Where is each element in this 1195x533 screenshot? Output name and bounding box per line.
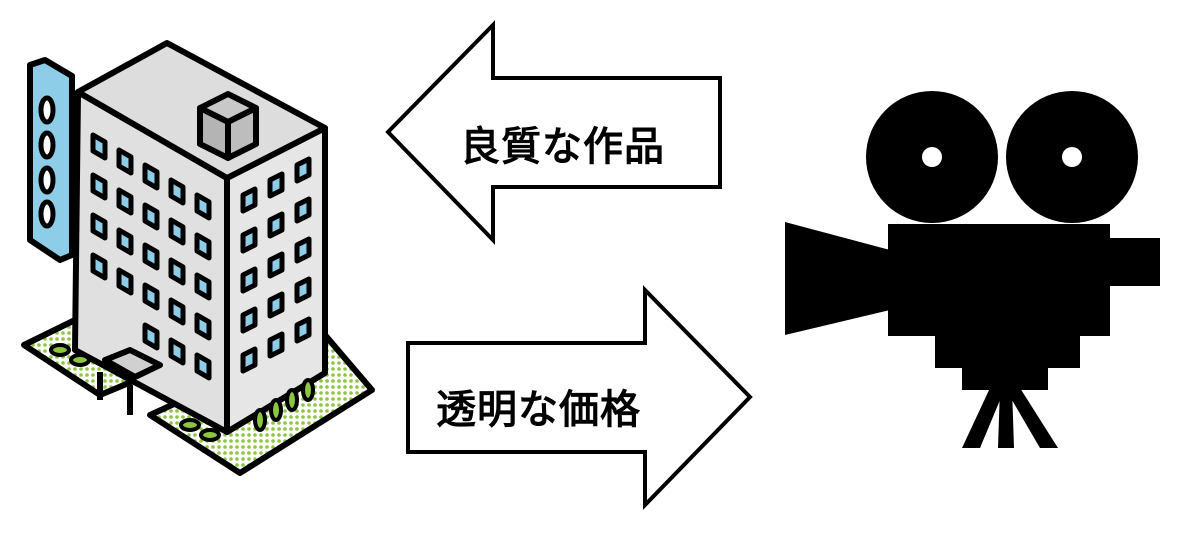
window [294, 316, 312, 344]
window [194, 352, 212, 381]
arrow-left-label: 良質な作品 [460, 124, 665, 170]
window [90, 172, 108, 201]
sign-board [27, 57, 75, 263]
window [116, 227, 134, 256]
window [142, 162, 160, 191]
window [168, 297, 186, 326]
arrow-left [385, 20, 722, 245]
window [142, 242, 160, 271]
window [116, 147, 134, 176]
window [294, 276, 312, 304]
window [116, 267, 134, 296]
window [142, 322, 160, 351]
window [294, 156, 312, 184]
window [194, 312, 212, 341]
window [267, 251, 285, 279]
window [267, 331, 285, 359]
window [142, 202, 160, 231]
window [194, 192, 212, 221]
window [240, 226, 258, 254]
movie-camera-icon [785, 91, 1160, 448]
window [294, 236, 312, 264]
window [90, 252, 108, 281]
window [267, 291, 285, 319]
entrance-canopy [97, 347, 163, 415]
window [294, 196, 312, 224]
window [194, 232, 212, 261]
window [240, 306, 258, 334]
window [142, 282, 160, 311]
window [90, 212, 108, 241]
window [168, 177, 186, 206]
window [116, 187, 134, 216]
window [240, 186, 258, 214]
office-building-icon [21, 40, 375, 476]
arrow-right-label: 透明な価格 [436, 387, 641, 433]
window [240, 266, 258, 294]
arrow-right [406, 285, 753, 510]
window [168, 257, 186, 286]
window [194, 272, 212, 301]
window [90, 132, 108, 161]
roof-box [197, 91, 259, 161]
window [168, 217, 186, 246]
window [168, 337, 186, 366]
window [240, 346, 258, 374]
window [267, 211, 285, 239]
window [267, 171, 285, 199]
